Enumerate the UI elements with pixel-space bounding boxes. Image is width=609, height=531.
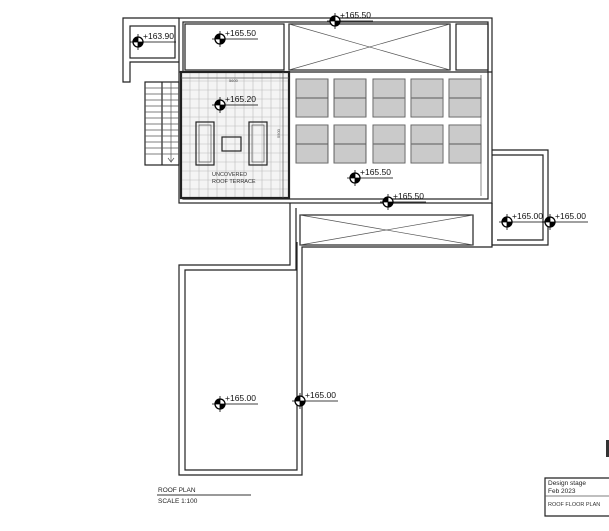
solar-panel	[372, 78, 406, 118]
level-value: +165.50	[360, 167, 391, 177]
sheet-name: ROOF FLOOR PLAN	[548, 502, 600, 508]
solar-panel	[295, 78, 329, 118]
level-marker: +165.00	[499, 211, 545, 230]
level-marker: +165.20	[212, 94, 258, 113]
solar-panel	[410, 124, 444, 164]
level-value: +165.00	[555, 211, 586, 221]
level-marker: +165.00	[542, 211, 588, 230]
level-value: +165.50	[225, 28, 256, 38]
level-marker: +163.90	[130, 31, 176, 50]
level-marker: +165.00	[292, 390, 338, 409]
level-value: +165.00	[512, 211, 543, 221]
level-marker: +165.00	[212, 393, 258, 412]
level-value: +163.90	[143, 31, 174, 41]
level-value: +165.50	[340, 10, 371, 20]
terrace-label-2: ROOF TERRACE	[212, 179, 256, 185]
roof-terrace: 5600 5500 UNCOVERED ROOF TERRACE	[179, 70, 291, 200]
level-value: +165.00	[225, 393, 256, 403]
staircase	[144, 81, 180, 166]
level-value: +165.50	[393, 191, 424, 201]
level-value: +165.00	[305, 390, 336, 400]
title-block: Design stage Feb 2023 ROOF FLOOR PLAN	[544, 440, 609, 517]
level-marker: +165.50	[347, 167, 393, 186]
solar-panel	[295, 124, 329, 164]
dimension-horizontal: 5600	[229, 78, 239, 83]
solar-panel	[448, 124, 482, 164]
design-stage: Design stage	[548, 480, 586, 487]
caption: ROOF PLAN SCALE 1:100	[157, 487, 251, 505]
caption-scale: SCALE 1:100	[158, 498, 198, 505]
solar-panels	[295, 78, 482, 164]
dimension-vertical: 5500	[276, 128, 281, 138]
solar-panel	[372, 124, 406, 164]
level-marker: +165.50	[327, 10, 373, 29]
caption-title: ROOF PLAN	[158, 487, 196, 494]
stage-date: Feb 2023	[548, 488, 576, 495]
level-marker: +165.50	[212, 28, 258, 47]
solar-panel	[333, 78, 367, 118]
level-value: +165.20	[225, 94, 256, 104]
level-marker: +165.50	[380, 191, 426, 210]
terrace-label-1: UNCOVERED	[212, 172, 247, 178]
solar-panel	[410, 78, 444, 118]
solar-panel	[333, 124, 367, 164]
solar-panel	[448, 78, 482, 118]
